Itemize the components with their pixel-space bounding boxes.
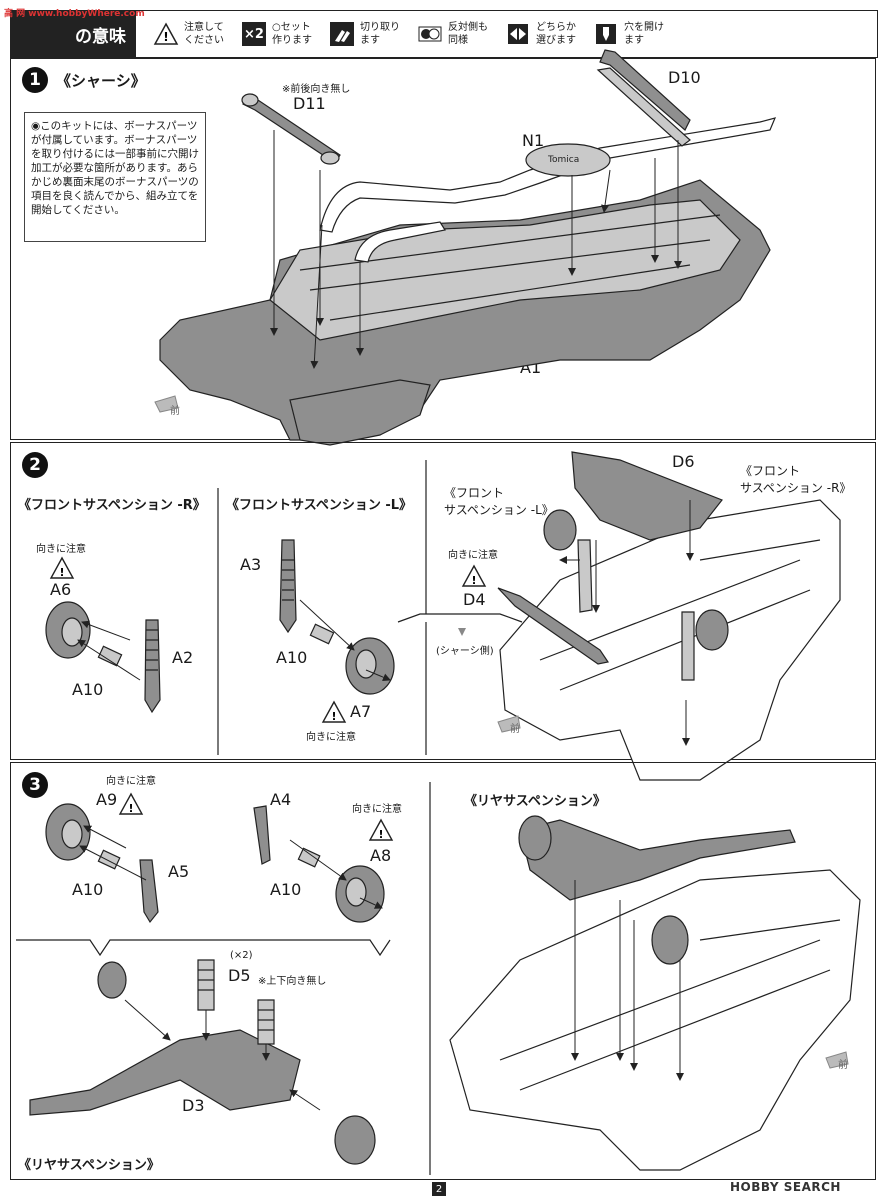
label-d5: D5 <box>228 966 251 985</box>
legend-item-times-two: ×2 ○セット作ります <box>242 21 312 47</box>
caution-a6: 向きに注意 <box>36 544 86 555</box>
label-a10-rr: A10 <box>72 880 104 899</box>
times-two-icon: ×2 <box>242 22 266 46</box>
step1-title: 《シャーシ》 <box>56 72 146 90</box>
opposite-side-icon <box>418 22 442 46</box>
legend-item-either: どちらか選びます <box>506 21 576 47</box>
step3-number: 3 <box>22 772 48 798</box>
caution-d4: 向きに注意 <box>448 550 498 561</box>
label-d6: D6 <box>672 452 695 471</box>
label-a8: A8 <box>370 846 392 865</box>
label-n1: N1 <box>522 131 545 150</box>
svg-text:!: ! <box>163 30 168 44</box>
front-susp-l-title: 《フロントサスペンション -L》 <box>226 498 413 513</box>
legend-item-opposite: 反対側も同様 <box>418 21 488 47</box>
label-d10: D10 <box>668 68 701 87</box>
symbol-legend: の意味 ! 注意してください ×2 ○セット作ります 切り取ります 反対側も同様… <box>10 10 878 58</box>
label-a9: A9 <box>96 790 118 809</box>
either-icon <box>506 22 530 46</box>
label-d4: D4 <box>463 590 486 609</box>
rear-susp-title: 《リヤサスペンション》 <box>464 794 606 809</box>
caution-a9: 向きに注意 <box>106 776 156 787</box>
svg-text:!: ! <box>128 802 133 815</box>
step2-panel <box>10 442 876 760</box>
caution-a7: 向きに注意 <box>306 732 356 743</box>
inset-front-r-title: 《フロントサスペンション -R》 <box>740 464 852 495</box>
label-a10-l: A10 <box>276 648 308 667</box>
x2-note: (×2) <box>230 950 253 961</box>
caution-a8: 向きに注意 <box>352 804 402 815</box>
step1-number: 1 <box>22 67 48 93</box>
front-suspension-illustration: ! ! ! <box>45 451 841 781</box>
label-a3: A3 <box>240 555 262 574</box>
legend-item-cut: 切り取ります <box>330 21 400 47</box>
chassis-illustration: Tomica <box>154 49 777 446</box>
label-d3: D3 <box>182 1096 205 1115</box>
label-a6: A6 <box>50 580 72 599</box>
label-d11: D11 <box>293 94 326 113</box>
page-number: 2 <box>432 1182 446 1196</box>
chassis-side-note: (シャーシ側) <box>436 646 494 657</box>
legend-item-drill: 穴を開けます <box>594 21 664 47</box>
front-susp-r-title: 《フロントサスペンション -R》 <box>18 498 206 513</box>
svg-text:Tomica: Tomica <box>547 155 579 165</box>
step3-front-mark: 前 <box>838 1060 848 1071</box>
caution-icon: ! <box>153 22 179 46</box>
watermark: 高 网 www.hobbyWhere.com <box>4 9 145 19</box>
label-a7: A7 <box>350 702 372 721</box>
svg-text:!: ! <box>471 574 476 587</box>
label-a10-rl: A10 <box>270 880 302 899</box>
step3-panel <box>10 762 876 1180</box>
d5-note: ※上下向き無し <box>258 976 327 987</box>
step2-front-mark: 前 <box>510 724 520 735</box>
svg-text:!: ! <box>378 828 383 841</box>
svg-text:!: ! <box>331 710 336 723</box>
step2-number: 2 <box>22 452 48 478</box>
inset-front-l-title: 《フロントサスペンション -L》 <box>444 486 554 517</box>
label-a4: A4 <box>270 790 292 809</box>
legend-item-caution: ! 注意してください <box>153 21 224 47</box>
legend-title: の意味 <box>11 11 136 57</box>
cut-icon <box>330 22 354 46</box>
d11-note: ※前後向き無し <box>282 84 351 95</box>
label-a2: A2 <box>172 648 194 667</box>
label-a5: A5 <box>168 862 190 881</box>
rear-susp-bottom-title: 《リヤサスペンション》 <box>18 1158 160 1173</box>
hobbysearch-watermark: HOBBY SEARCH <box>730 1180 841 1194</box>
label-a10-r: A10 <box>72 680 104 699</box>
step1-panel <box>10 58 876 440</box>
drill-hole-icon <box>594 22 618 46</box>
bonus-parts-note: ◉このキットには、ボーナスパーツが付属しています。ボーナスパーツを取り付けるには… <box>24 112 206 242</box>
step1-front-mark: 前 <box>170 406 180 417</box>
svg-text:!: ! <box>59 566 64 579</box>
